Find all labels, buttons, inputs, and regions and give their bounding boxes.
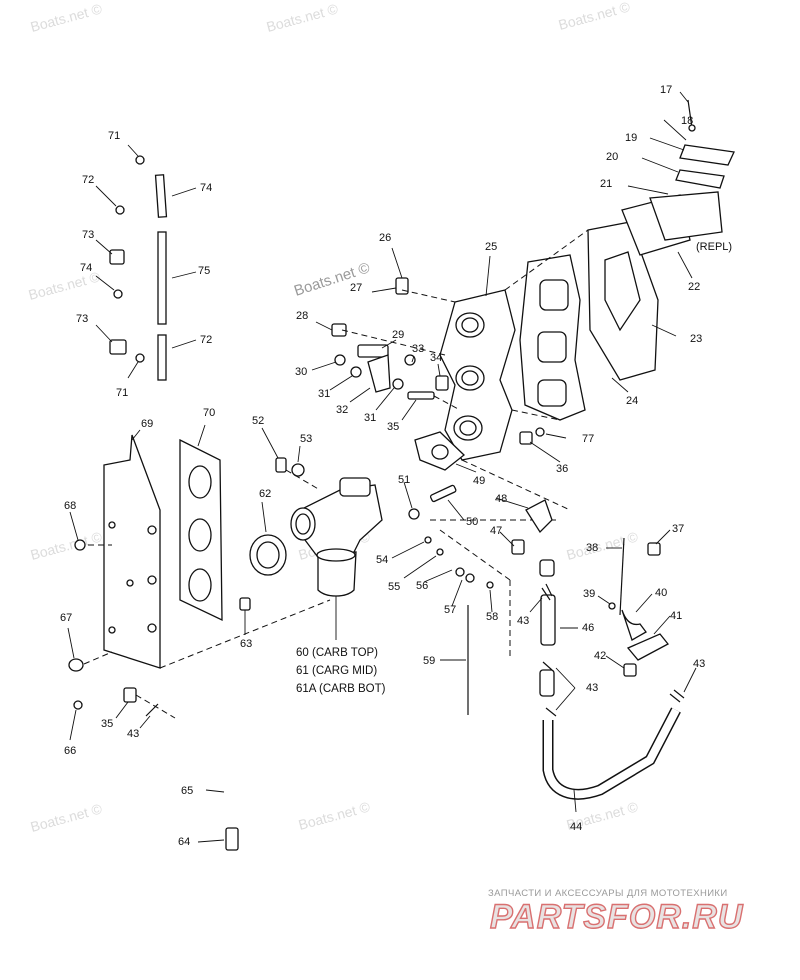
callout-24: 24 [626, 395, 638, 407]
callout-64: 64 [178, 836, 190, 848]
carburetor-assembly [239, 427, 383, 640]
callout-27: 27 [350, 282, 362, 294]
callout-65: 65 [181, 785, 193, 797]
brand-tagline: ЗАПЧАСТИ И АКСЕССУАРЫ ДЛЯ МОТОТЕХНИКИ [488, 888, 728, 899]
linkage-assembly [95, 144, 197, 381]
callout-74: 74 [80, 262, 92, 274]
callout-71: 71 [116, 387, 128, 399]
callout-21: 21 [600, 178, 612, 190]
callout-51: 51 [398, 474, 410, 486]
choke-linkage [597, 529, 671, 677]
callout-35: 35 [387, 421, 399, 433]
callout-30: 30 [295, 366, 307, 378]
callout-73: 73 [82, 229, 94, 241]
callout-19: 19 [625, 132, 637, 144]
callout-43: 43 [586, 682, 598, 694]
callout-49: 49 [473, 475, 485, 487]
intake-manifold-assembly [311, 91, 735, 521]
fuel-pump-linkage [391, 481, 553, 715]
brand-logo: PARTSFOR.RU [490, 898, 744, 936]
callout-69: 69 [141, 418, 153, 430]
callout-43: 43 [693, 658, 705, 670]
callout-47: 47 [490, 525, 502, 537]
callout-67: 67 [60, 612, 72, 624]
carb-note-mid: 61 (CARG MID) [296, 665, 377, 677]
watermark-text: Boats.net © [297, 798, 373, 833]
callout-58: 58 [486, 611, 498, 623]
cover-and-gasket [67, 424, 223, 741]
callout-31: 31 [318, 388, 330, 400]
callout-74: 74 [200, 182, 212, 194]
callout-35: 35 [101, 718, 113, 730]
callout-18: 18 [681, 115, 693, 127]
callout-55: 55 [388, 581, 400, 593]
watermark-text: Boats.net © [29, 0, 105, 35]
callout-34: 34 [430, 352, 442, 364]
callout-labels: 17 18 19 20 21 22 23 24 25 26 27 28 29 30 31 32 31 33 34 35… [60, 84, 705, 848]
callout-68: 68 [64, 500, 76, 512]
callout-38: 38 [586, 542, 598, 554]
callout-72: 72 [82, 174, 94, 186]
callout-70: 70 [203, 407, 215, 419]
callout-43: 43 [127, 728, 139, 740]
watermark-text: Boats.net © [565, 528, 641, 563]
callout-77: 77 [582, 433, 594, 445]
callout-50: 50 [466, 516, 478, 528]
callout-20: 20 [606, 151, 618, 163]
watermark-text: Boats.net © [29, 800, 105, 835]
callout-46: 46 [582, 622, 594, 634]
callout-42: 42 [594, 650, 606, 662]
repl-note: (REPL) [696, 241, 732, 253]
callout-26: 26 [379, 232, 391, 244]
carb-note-top: 60 (CARB TOP) [296, 647, 378, 659]
callout-44: 44 [570, 821, 582, 833]
callout-31: 31 [364, 412, 376, 424]
callout-73: 73 [76, 313, 88, 325]
callout-66: 66 [64, 745, 76, 757]
callout-25: 25 [485, 241, 497, 253]
callout-29: 29 [392, 329, 404, 341]
callout-43: 43 [517, 615, 529, 627]
callout-17: 17 [660, 84, 672, 96]
carb-notes: 60 (CARB TOP) 61 (CARG MID) 61A (CARB BO… [296, 647, 386, 695]
watermark-text: Boats.net © [265, 0, 341, 35]
fuel-hose-left [115, 599, 331, 851]
callout-37: 37 [672, 523, 684, 535]
callout-71: 71 [108, 130, 120, 142]
callout-59: 59 [423, 655, 435, 667]
callout-63: 63 [240, 638, 252, 650]
callout-33: 33 [412, 343, 424, 355]
callout-75: 75 [198, 265, 210, 277]
callout-72: 72 [200, 334, 212, 346]
callout-28: 28 [296, 310, 308, 322]
callout-36: 36 [556, 463, 568, 475]
watermark-text: Boats.net © [29, 528, 105, 563]
callout-41: 41 [670, 610, 682, 622]
callout-32: 32 [336, 404, 348, 416]
callout-62: 62 [259, 488, 271, 500]
carb-note-bot: 61A (CARB BOT) [296, 683, 386, 695]
callout-57: 57 [444, 604, 456, 616]
callout-23: 23 [690, 333, 702, 345]
callout-22: 22 [688, 281, 700, 293]
watermark-text: Boats.net © [557, 0, 633, 33]
callout-52: 52 [252, 415, 264, 427]
fuel-hose-right [529, 559, 697, 813]
callout-48: 48 [495, 493, 507, 505]
callout-54: 54 [376, 554, 388, 566]
callout-53: 53 [300, 433, 312, 445]
callout-40: 40 [655, 587, 667, 599]
callout-39: 39 [583, 588, 595, 600]
callout-56: 56 [416, 580, 428, 592]
